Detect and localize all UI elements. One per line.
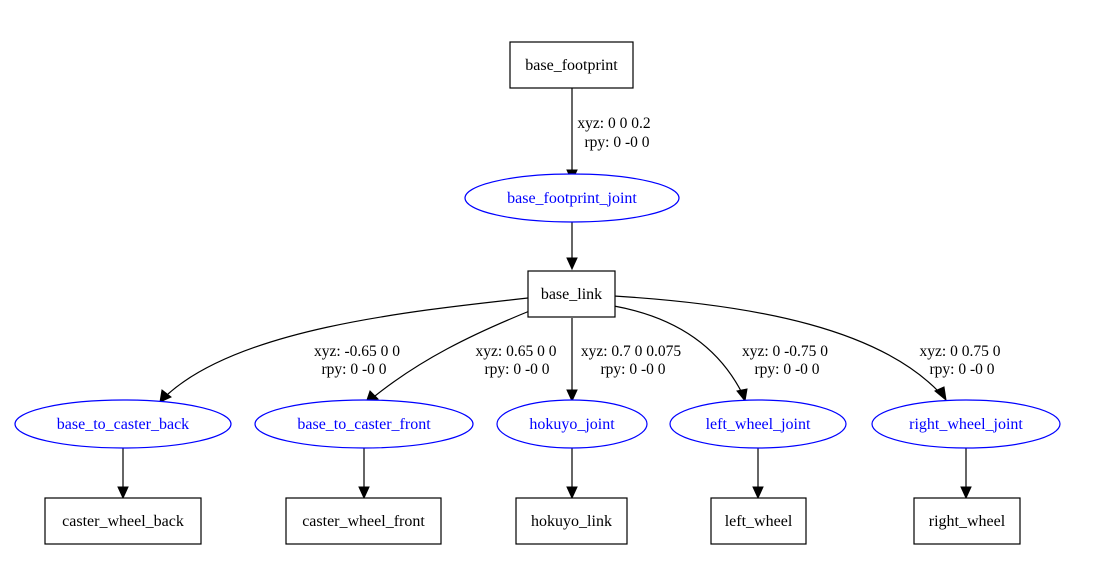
node-base-to-caster-front[interactable]: base_to_caster_front (254, 399, 474, 449)
edge-base-link-to-caster-front (374, 309, 533, 397)
edge-base-link-to-caster-back (167, 297, 529, 395)
node-label-hokuyo-joint: hokuyo_joint (529, 416, 615, 433)
edge-label-caster-front-xyz: xyz: 0.65 0 0 (476, 343, 557, 360)
node-base-footprint-joint[interactable]: base_footprint_joint (464, 173, 680, 223)
node-label-right-wheel-joint: right_wheel_joint (909, 416, 1023, 433)
edge-label-caster-back-rpy: rpy: 0 -0 0 (321, 361, 386, 378)
arrowhead-hokuyo (566, 389, 578, 403)
edge-label-left-wheel-rpy: rpy: 0 -0 0 (754, 361, 819, 378)
node-label-base-footprint: base_footprint (525, 57, 618, 74)
node-label-left-wheel: left_wheel (725, 513, 793, 530)
arrowhead-caster-wheel-back (117, 486, 129, 500)
node-caster-wheel-back[interactable]: caster_wheel_back (44, 497, 202, 545)
edge-base-link-to-right-wheel (613, 295, 941, 394)
edge-label-base-footprint-xyz: xyz: 0 0 0.2 (577, 115, 650, 132)
node-right-wheel[interactable]: right_wheel (913, 497, 1021, 545)
edge-label-caster-back-xyz: xyz: -0.65 0 0 (314, 343, 400, 360)
edge-label-hokuyo-rpy: rpy: 0 -0 0 (600, 361, 665, 378)
arrowhead-left-wheel (736, 388, 748, 403)
node-left-wheel-joint[interactable]: left_wheel_joint (669, 399, 847, 449)
arrowhead-right-wheel-link (960, 486, 972, 500)
node-label-hokuyo-link: hokuyo_link (531, 513, 612, 530)
node-base-to-caster-back[interactable]: base_to_caster_back (14, 399, 232, 449)
node-label-base-to-caster-back: base_to_caster_back (57, 416, 189, 433)
edge-label-left-wheel-xyz: xyz: 0 -0.75 0 (742, 343, 828, 360)
node-label-base-link: base_link (541, 286, 602, 303)
arrowhead-left-wheel-link (752, 486, 764, 500)
edge-labels: xyz: 0 0 0.2 rpy: 0 -0 0 xyz: -0.65 0 0 … (314, 115, 1001, 378)
node-hokuyo-joint[interactable]: hokuyo_joint (496, 399, 648, 449)
node-hokuyo-link[interactable]: hokuyo_link (515, 497, 628, 545)
node-label-caster-wheel-front: caster_wheel_front (302, 513, 425, 530)
edge-label-right-wheel-rpy: rpy: 0 -0 0 (929, 361, 994, 378)
edge-label-hokuyo-xyz: xyz: 0.7 0 0.075 (581, 343, 682, 360)
arrowhead-right-wheel (934, 386, 947, 402)
node-label-right-wheel: right_wheel (929, 513, 1006, 530)
edge-label-base-footprint-rpy: rpy: 0 -0 0 (584, 134, 649, 151)
edge-label-caster-front-rpy: rpy: 0 -0 0 (484, 361, 549, 378)
node-left-wheel[interactable]: left_wheel (710, 497, 807, 545)
node-base-link[interactable]: base_link (527, 270, 616, 318)
edge-base-link-to-left-wheel (613, 305, 743, 394)
node-label-base-to-caster-front: base_to_caster_front (297, 416, 431, 433)
arrowhead-base-link (566, 257, 578, 271)
arrowhead-caster-wheel-front (358, 486, 370, 500)
node-label-caster-wheel-back: caster_wheel_back (62, 513, 184, 530)
node-base-footprint[interactable]: base_footprint (509, 41, 634, 89)
node-caster-wheel-front[interactable]: caster_wheel_front (285, 497, 442, 545)
node-label-left-wheel-joint: left_wheel_joint (706, 416, 811, 433)
node-label-base-footprint-joint: base_footprint_joint (507, 190, 637, 207)
arrowhead-caster-back (159, 389, 172, 403)
node-right-wheel-joint[interactable]: right_wheel_joint (871, 399, 1061, 449)
edge-label-right-wheel-xyz: xyz: 0 0.75 0 (920, 343, 1001, 360)
arrowhead-hokuyo-link (566, 486, 578, 500)
